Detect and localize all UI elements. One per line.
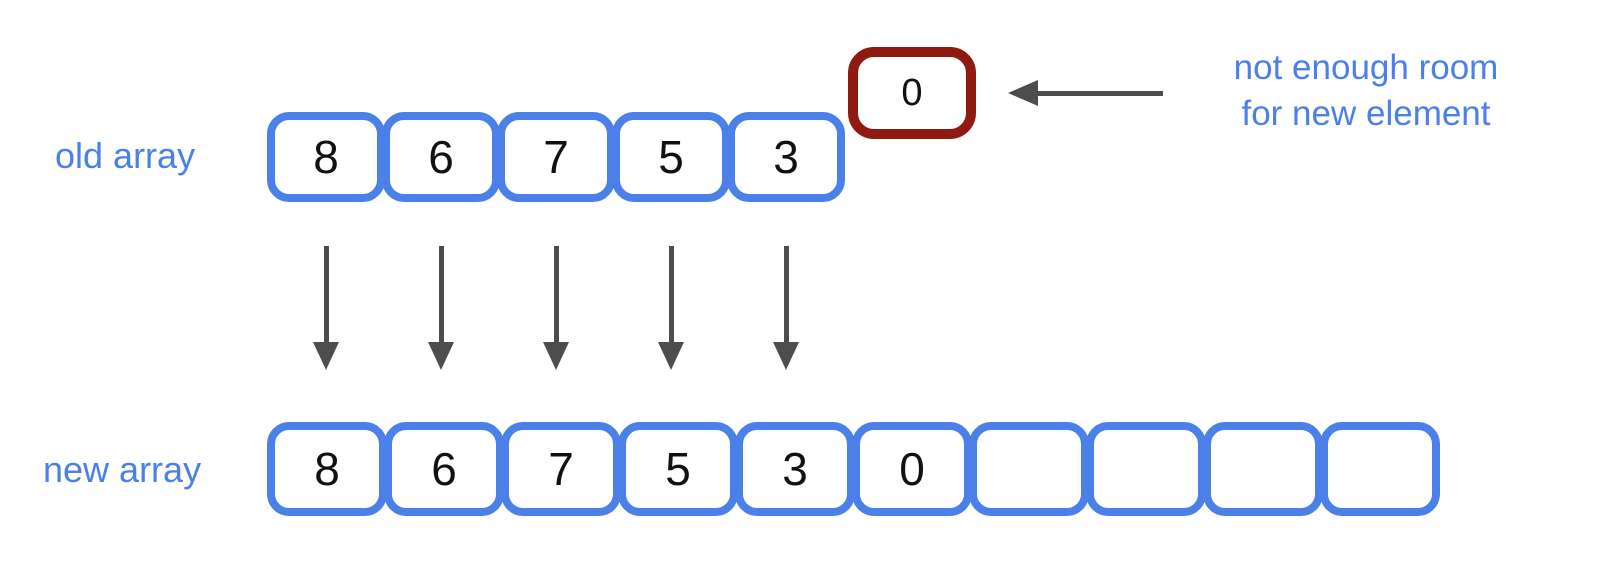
down-arrow-icon — [427, 246, 455, 370]
down-arrow-shaft — [668, 246, 674, 342]
down-arrow-head — [773, 342, 799, 370]
old-array-cell: 5 — [612, 112, 730, 202]
new-array-cell — [1320, 422, 1440, 516]
old-array-cell: 7 — [497, 112, 615, 202]
old-array-label: old array — [55, 135, 196, 176]
old-array-cell: 3 — [727, 112, 845, 202]
new-array-cell — [1086, 422, 1206, 516]
new-array-label: new array — [43, 449, 202, 490]
new-array-cell — [969, 422, 1089, 516]
left-arrow-shaft — [1034, 91, 1163, 96]
down-arrow-shaft — [783, 246, 789, 342]
new-array-cell — [1203, 422, 1323, 516]
old-array-cell: 8 — [267, 112, 385, 202]
left-arrow-icon — [1008, 80, 1163, 106]
new-array-cell: 8 — [267, 422, 387, 516]
down-arrow-head — [543, 342, 569, 370]
annotation-text: not enough room for new element — [1206, 45, 1526, 137]
down-arrow-shaft — [553, 246, 559, 342]
down-arrow-head — [658, 342, 684, 370]
down-arrow-icon — [312, 246, 340, 370]
left-arrow-head — [1008, 80, 1038, 106]
overflow-element-value: 0 — [901, 71, 923, 114]
new-array-cell: 3 — [735, 422, 855, 516]
down-arrow-shaft — [323, 246, 329, 342]
old-array-cell: 6 — [382, 112, 500, 202]
down-arrow-icon — [657, 246, 685, 370]
overflow-element-box: 0 — [848, 47, 976, 139]
new-array-cell: 5 — [618, 422, 738, 516]
down-arrow-icon — [542, 246, 570, 370]
new-array-cell: 6 — [384, 422, 504, 516]
down-arrow-head — [428, 342, 454, 370]
down-arrow-icon — [772, 246, 800, 370]
down-arrow-shaft — [438, 246, 444, 342]
new-array-cell: 7 — [501, 422, 621, 516]
new-array-cell: 0 — [852, 422, 972, 516]
down-arrow-head — [313, 342, 339, 370]
annotation-line1: not enough room — [1233, 48, 1499, 87]
annotation-line2: for new element — [1241, 94, 1491, 133]
